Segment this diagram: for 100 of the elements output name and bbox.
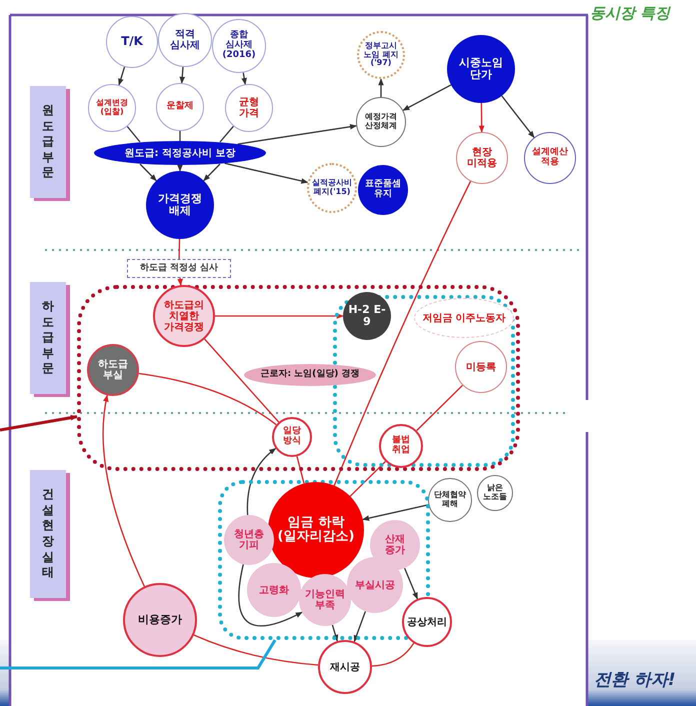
- circle-node: [402, 597, 452, 647]
- dotted-region: [77, 285, 520, 471]
- connector-line: [350, 461, 386, 497]
- circle-node: [428, 478, 472, 522]
- node-label: 하도급의 치열한 가격경쟁: [162, 300, 205, 332]
- arrow: [140, 164, 157, 182]
- circle-node: [524, 132, 576, 184]
- node-label: 가격경쟁 배제: [157, 192, 203, 218]
- arrow: [378, 78, 384, 97]
- section-tab: [30, 470, 66, 598]
- arrow: [179, 66, 186, 84]
- circle-node: [272, 417, 312, 457]
- dotted-box: [127, 259, 231, 278]
- circle-node: [87, 344, 139, 396]
- node-label: 미등록: [466, 362, 496, 372]
- connector-line: [204, 338, 280, 423]
- node-label: 하도급 부실: [97, 359, 129, 381]
- arrow: [203, 164, 220, 182]
- node-label: T/K: [121, 35, 143, 49]
- connector-line: [178, 238, 180, 260]
- connector-line: [0, 639, 276, 670]
- circle-node: [455, 341, 507, 393]
- arrow: [354, 611, 366, 642]
- arrow: [404, 568, 418, 600]
- node-label: 균형 가격: [238, 97, 260, 119]
- connector-line: [372, 642, 414, 667]
- section-tab: [30, 86, 66, 198]
- ellipse-banner: [244, 364, 376, 386]
- arrow: [402, 84, 452, 111]
- arrow: [501, 96, 535, 138]
- connector-line: [126, 126, 140, 142]
- node-label: 임금 하락 (일자리감소): [276, 516, 356, 544]
- circle-node: [379, 424, 423, 468]
- arrow: [332, 624, 338, 642]
- node-label: 운찰제: [166, 102, 194, 112]
- node-label: 단체협약 폐해: [432, 491, 467, 509]
- node-label: H-2 E-9: [347, 304, 387, 328]
- arrow: [0, 414, 78, 432]
- arrow: [478, 103, 484, 133]
- arrow: [362, 504, 429, 521]
- connector-line: [416, 384, 463, 431]
- section-label: 원도급 부문: [41, 103, 55, 181]
- arrow: [246, 448, 276, 516]
- section-label: 건설현장 실태: [41, 487, 55, 581]
- circle-node: [456, 132, 508, 184]
- node-label: 설계예산 적용: [531, 148, 569, 168]
- circle-node: [477, 475, 513, 511]
- node-label: 원도급: 적정공사비 보장: [124, 148, 236, 158]
- circle-node: [224, 515, 274, 565]
- circle-node: [225, 84, 273, 132]
- node-label: 정부고시 노임 폐지('97): [362, 42, 400, 68]
- connector-line: [138, 372, 277, 426]
- node-label: 하도급 적정성 심사: [140, 264, 218, 274]
- node-label: 일당 방식: [282, 427, 302, 447]
- node-label: 설계변경 (입찰): [94, 99, 129, 117]
- circle-node: [356, 97, 406, 147]
- circle-node: [146, 171, 214, 239]
- arrow: [118, 66, 126, 86]
- circle-node: [318, 640, 372, 694]
- arrow: [238, 564, 303, 627]
- node-label: 종합 심사제 (2016): [221, 31, 257, 61]
- arrow: [102, 394, 145, 587]
- arrow: [241, 72, 247, 85]
- node-label: 불법 취업: [390, 436, 411, 456]
- node-label: 표준품셈 유지: [364, 180, 402, 200]
- circle-node: [343, 292, 391, 340]
- circle-node: [88, 84, 136, 132]
- node-label: 산재 증가: [384, 534, 406, 556]
- circle-node: [347, 557, 403, 613]
- circle-node: [153, 285, 215, 347]
- circle-node: [247, 563, 301, 617]
- circle-node: [212, 19, 266, 73]
- node-label: 적격 심사제: [168, 29, 201, 51]
- slide-text: 전환 하자!: [594, 669, 676, 691]
- connector-line: [296, 456, 305, 484]
- node-label: 예정가격 산정체계: [364, 113, 398, 131]
- arrow: [224, 162, 308, 184]
- cloud-shape: [414, 298, 514, 338]
- connector-line: [220, 126, 234, 142]
- circle-node: [106, 16, 158, 68]
- node-label: 실적공사비 폐지('15): [312, 179, 352, 197]
- node-label: 재시공: [330, 662, 360, 672]
- arrow: [215, 313, 344, 319]
- circle-node: [358, 165, 408, 215]
- node-label: 청년층 기피: [233, 529, 265, 551]
- connector-line: [179, 131, 181, 141]
- node-label: 현장 미적용: [466, 147, 498, 169]
- arrow: [177, 164, 183, 172]
- arrow: [177, 278, 183, 286]
- node-label: 부실시공: [355, 580, 395, 590]
- arrow: [238, 124, 357, 145]
- node-label: 시중노임 단가: [458, 56, 504, 82]
- node-label: 저임금 이주노동자: [422, 312, 506, 324]
- node-label: 기능인력 부족: [304, 589, 346, 611]
- circle-node: [156, 83, 204, 131]
- circle-node: [158, 13, 212, 67]
- section-tab: [30, 282, 66, 394]
- circle-node: [299, 574, 351, 626]
- node-label: 공상처리: [407, 616, 447, 628]
- node-label: 고령화: [259, 584, 289, 596]
